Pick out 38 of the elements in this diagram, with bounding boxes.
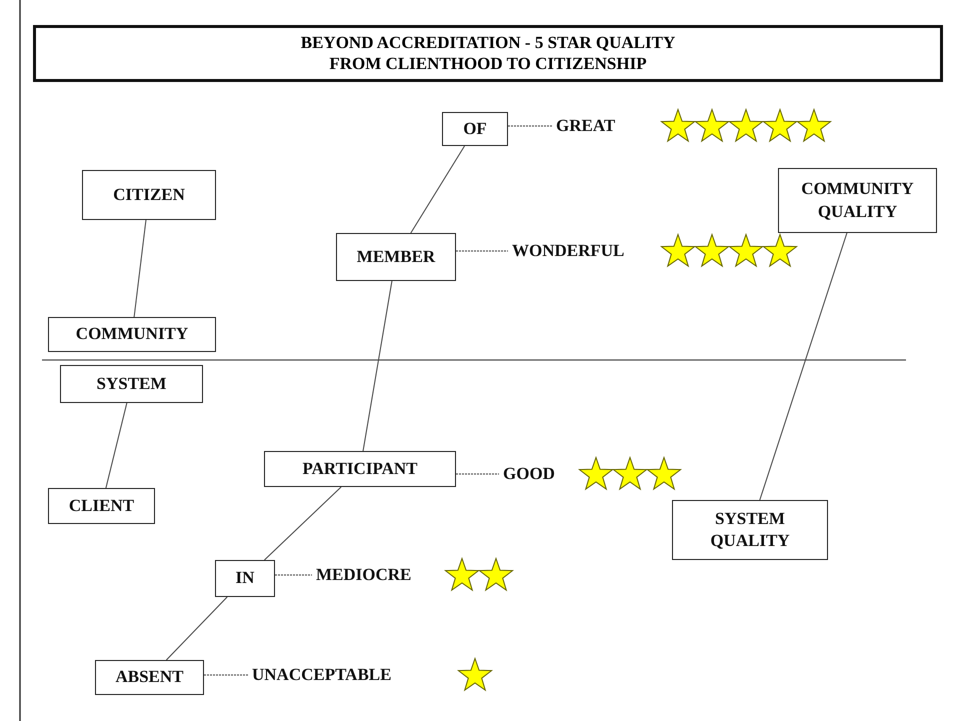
rating-label: GREAT: [556, 116, 616, 136]
connector-line: [759, 232, 848, 500]
box-label: COMMUNITY: [76, 323, 188, 346]
connector-line: [410, 146, 465, 234]
title: BEYOND ACCREDITATION - 5 STAR QUALITY FROM CLIENTHOOD TO CITIZENSHIP: [300, 33, 676, 74]
label-box: [48, 488, 155, 524]
box-label: IN: [236, 567, 254, 590]
connector-line: [105, 402, 128, 488]
label-box: [95, 660, 204, 695]
box-label: COMMUNITY QUALITY: [800, 178, 915, 222]
rating-label: UNACCEPTABLE: [252, 665, 392, 685]
rating-label: WONDERFUL: [512, 241, 624, 261]
label-box: [778, 168, 937, 233]
connector-line: [166, 596, 228, 660]
box-label: ABSENT: [115, 666, 184, 688]
label-box: [264, 451, 456, 487]
connector-line: [134, 220, 146, 318]
connector-line: [362, 280, 392, 452]
connector-line: [274, 574, 312, 576]
box-label: PARTICIPANT: [302, 458, 418, 480]
connector-line: [456, 250, 508, 252]
rating-label: MEDIOCRE: [316, 565, 412, 585]
rating-label: GOOD: [503, 464, 555, 484]
box-label: SYSTEM: [96, 372, 166, 395]
connector-line: [264, 486, 342, 560]
label-box: [215, 560, 275, 597]
label-box: [60, 365, 203, 403]
box-label: MEMBER: [356, 246, 436, 268]
label-box: [336, 233, 456, 281]
label-box: [672, 500, 828, 560]
label-box: [442, 112, 508, 146]
box-label: OF: [463, 118, 487, 140]
box-label: CLIENT: [68, 494, 134, 517]
label-box: [48, 317, 216, 352]
label-box: [82, 170, 216, 220]
box-label: SYSTEM QUALITY: [709, 508, 791, 552]
connector-line: [204, 674, 248, 676]
box-label: CITIZEN: [113, 184, 185, 206]
